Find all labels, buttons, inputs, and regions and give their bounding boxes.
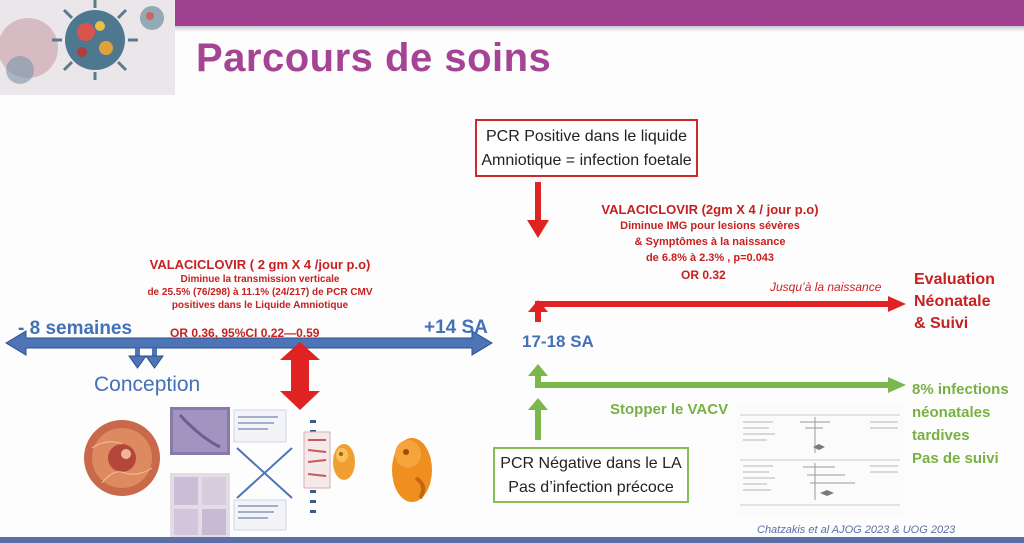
positive-down-arrow: [527, 182, 549, 238]
timeline-double-arrow: [5, 330, 493, 356]
stop-vacv-label: Stopper le VACV: [610, 401, 729, 418]
amnio-time-label: 17-18 SA: [522, 332, 594, 351]
valaciclovir-late-line-3: de 6.8% à 2.3% , p=0.043: [645, 252, 775, 264]
timeline-right-label: +14 SA: [424, 317, 488, 338]
conception-arrows: [128, 348, 164, 369]
outcome-negative-line-1: 8% infections: [912, 381, 1009, 398]
pcr-positive-line-2: Amniotique = infection foetale: [481, 152, 692, 169]
slide-title: Parcours de soins: [196, 36, 552, 80]
top-bar-shade: [0, 26, 1024, 32]
outcome-positive-line-3: & Suivi: [914, 315, 969, 332]
pcr-negative-line-1: PCR Négative dans le LA: [500, 455, 682, 472]
pcr-negative-box: PCR Négative dans le LA Pas d’infection …: [493, 447, 689, 503]
valaciclovir-early-line-3: positives dans le Liquide Amniotique: [171, 300, 349, 311]
valaciclovir-late-line-2: & Symptômes à la naissance: [634, 236, 786, 248]
outcome-positive: Evaluation Néonatale & Suivi: [914, 269, 995, 335]
outcome-negative-line-3: tardives: [912, 427, 970, 444]
tissue-section-icon: [303, 431, 331, 489]
negative-up-arrow: [528, 398, 548, 440]
conception-label: Conception: [94, 373, 201, 396]
red-outcome-arrow: [528, 296, 906, 322]
forest-plot-image-icon: [735, 405, 905, 515]
green-outcome-arrow: [528, 364, 906, 393]
outcome-negative: 8% infections néonatales tardives Pas de…: [912, 378, 1009, 470]
embryo-cell-image-icon: [84, 420, 160, 496]
outcome-positive-line-2: Néonatale: [914, 293, 991, 310]
histology-panel-icon: [170, 407, 230, 539]
outcome-positive-line-1: Evaluation: [914, 271, 995, 288]
valaciclovir-early-line-1: Diminue la transmission verticale: [180, 274, 340, 285]
embryo-small-image-icon: [333, 444, 355, 480]
valaciclovir-late-heading: VALACICLOVIR (2gm X 4 / jour p.o): [601, 202, 819, 217]
embryo-large-image-icon: [392, 438, 432, 502]
valaciclovir-late-line-1: Diminue IMG pour lesions sévères: [620, 220, 800, 232]
valaciclovir-late-odds-ratio: OR 0.32: [681, 268, 726, 282]
neural-cells-diagram-icon: [233, 409, 293, 531]
timeline-left-label: - 8 semaines: [18, 318, 133, 339]
bottom-bar: [0, 537, 1024, 543]
valaciclovir-early-odds-ratio: OR 0.36, 95%CI 0.22—0.59: [170, 326, 320, 340]
pcr-positive-box: PCR Positive dans le liquide Amniotique …: [475, 119, 698, 177]
red-double-arrow: [280, 342, 320, 410]
pcr-positive-line-1: PCR Positive dans le liquide: [486, 128, 687, 145]
valaciclovir-early-heading: VALACICLOVIR ( 2 gm X 4 /jour p.o): [149, 257, 371, 272]
citation-text: Chatzakis et al AJOG 2023 & UOG 2023: [757, 524, 956, 536]
outcome-negative-line-2: néonatales: [912, 404, 991, 421]
pcr-negative-line-2: Pas d’infection précoce: [508, 479, 674, 496]
outcome-negative-line-4: Pas de suivi: [912, 450, 999, 467]
until-birth-label: Jusqu’à la naissance: [770, 280, 882, 294]
valaciclovir-early-line-2: de 25.5% (76/298) à 11.1% (24/217) de PC…: [147, 287, 373, 298]
virus-illustration-icon: [0, 0, 175, 95]
